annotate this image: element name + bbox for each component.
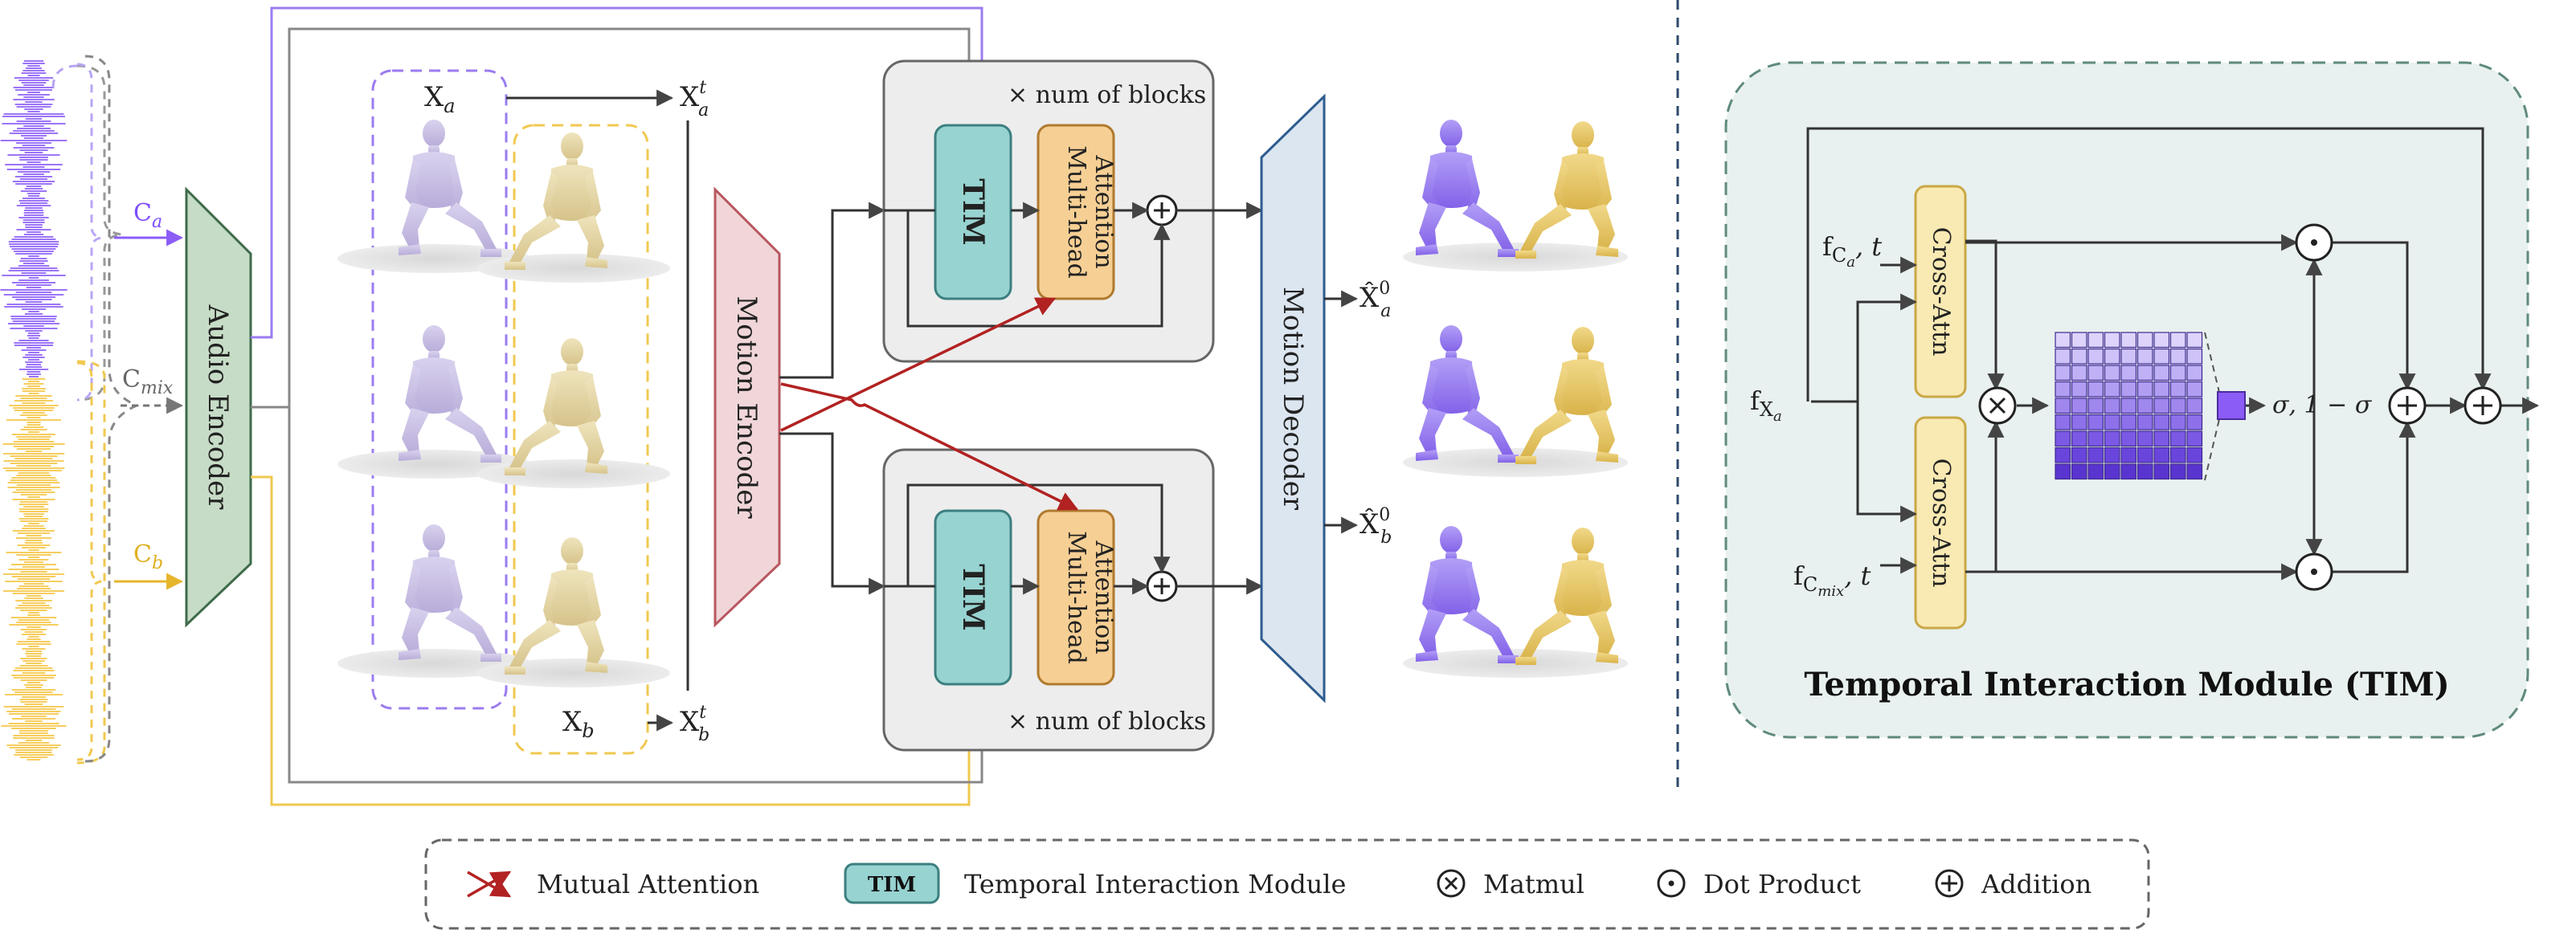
svg-text:Cb: Cb (133, 540, 163, 573)
top-block-group: × num of blocks TIM Multi-head Attention (882, 59, 1264, 363)
legend-matmul: Matmul (1483, 869, 1584, 899)
legend-tim-text: Temporal Interaction Module (964, 869, 1346, 899)
xb-person-2 (505, 338, 607, 475)
motion-encoder: Motion Encoder (714, 186, 781, 628)
mha-bottom-line2: Attention (1090, 540, 1118, 654)
legend-addition: Addition (1981, 869, 2091, 899)
output-motion-figures (1403, 120, 1628, 678)
svg-text:fCmix, t: fCmix, t (1793, 561, 1871, 600)
svg-text:Cmix: Cmix (122, 365, 174, 398)
legend: Mutual Attention TIM Temporal Interactio… (424, 838, 2150, 930)
bottom-block-group: × num of blocks TIM Multi-head Attention (882, 448, 1264, 752)
mha-top-line2: Attention (1090, 154, 1118, 268)
tim-block-top-label: TIM (956, 178, 990, 245)
pooled-token (2217, 391, 2246, 420)
input-cb-label: Cb (133, 540, 163, 573)
cross-attn-box-1 (1914, 185, 1967, 398)
out-yellow-2 (1515, 327, 1618, 464)
xa-person-2 (399, 325, 501, 463)
legend-tim-badge-box (844, 862, 940, 904)
audio-encoder: Audio Encoder (185, 186, 252, 628)
xb-person-3 (505, 537, 607, 675)
cross-attn-1-label: Cross-Attn (1927, 227, 1955, 357)
svg-text:Xb: Xb (562, 706, 595, 742)
fcmix-label: fCmix, t (1793, 561, 1871, 600)
encoder-to-blocks (779, 202, 886, 595)
out-purple-3 (1416, 526, 1519, 663)
xa-person-3 (399, 524, 501, 662)
out-yellow-3 (1515, 528, 1618, 665)
sigma-label: σ, 1 − σ (2272, 391, 2373, 419)
motion-decoder: Motion Decoder (1260, 93, 1326, 703)
legend-mutual-attention-icon (467, 871, 512, 898)
cross-attn-2-label: Cross-Attn (1927, 459, 1955, 588)
svg-text:fCa, t: fCa, t (1822, 231, 1882, 271)
svg-text:X̂0a: X̂0a (1360, 279, 1391, 321)
audio-waveform (0, 60, 67, 761)
tim-block-bottom (934, 509, 1012, 686)
xa-dashed-box (371, 69, 508, 710)
bottom-block-caption: × num of blocks (1008, 708, 1206, 736)
tim-detail-panel: Temporal Interaction Module (TIM) fCa, t… (1724, 61, 2540, 739)
fxa-label: fXa (1750, 385, 1782, 425)
svg-text:Xa: Xa (424, 81, 456, 117)
brace-group (51, 64, 123, 765)
mha-bottom-line1: Multi-head (1062, 531, 1090, 664)
cross-attn-box-2 (1914, 416, 1967, 630)
legend-mutual-attention: Mutual Attention (537, 869, 759, 899)
attention-matrix (2055, 332, 2203, 480)
mha-block-bottom (1037, 509, 1115, 686)
svg-text:fXa: fXa (1750, 385, 1782, 425)
out-purple-2 (1416, 325, 1519, 463)
input-cmix-label: Cmix (122, 365, 174, 398)
mutual-attention-arrows (780, 297, 1079, 511)
xa-person-1 (399, 120, 501, 257)
tim-block-bottom-label: TIM (956, 564, 990, 630)
out-yellow-1 (1515, 121, 1618, 259)
input-motion-figures (337, 120, 670, 687)
xb-dashed-box (513, 124, 649, 755)
svg-text:X̂0b: X̂0b (1360, 505, 1392, 548)
svg-text:Xtb: Xtb (680, 703, 709, 745)
xa-label: Xa (424, 81, 456, 117)
tim-block-top (934, 124, 1012, 300)
out-purple-1 (1416, 120, 1519, 257)
top-block-caption: × num of blocks (1008, 81, 1206, 109)
tim-title: Temporal Interaction Module (TIM) (1804, 666, 2449, 703)
xb-person-1 (505, 133, 607, 270)
svg-text:Ca: Ca (133, 199, 162, 232)
audio-encoder-label: Audio Encoder (202, 304, 234, 510)
motion-decoder-label: Motion Decoder (1277, 287, 1309, 511)
brace-ca (76, 64, 123, 402)
input-ca-label: Ca (133, 199, 162, 232)
svg-text:Xta: Xta (680, 78, 709, 120)
mha-top-line1: Multi-head (1062, 145, 1090, 279)
xb-label: Xb (562, 706, 595, 742)
fca-label: fCa, t (1822, 231, 1882, 271)
motion-encoder-label: Motion Encoder (730, 296, 763, 519)
legend-tim-badge: TIM (868, 873, 916, 897)
legend-dot-product: Dot Product (1703, 869, 1861, 899)
